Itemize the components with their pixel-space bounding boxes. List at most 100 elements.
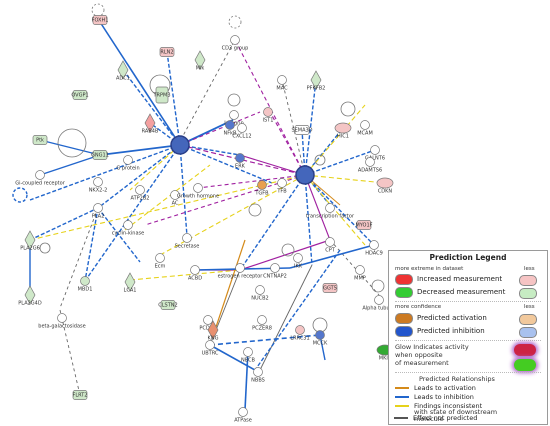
node-label-atpase: ATPase bbox=[234, 418, 252, 424]
node-shape-trpm3 bbox=[155, 86, 169, 104]
edge-hub1-pla2 bbox=[97, 144, 181, 209]
node-nfkb[interactable]: NFkB bbox=[224, 120, 238, 137]
node-mcck[interactable]: MCCK bbox=[313, 330, 328, 347]
node-label-mkia: MKIA bbox=[379, 356, 392, 362]
node-shape-pla2g4d bbox=[24, 285, 36, 305]
node-ubtrc[interactable]: UBTRC bbox=[202, 340, 219, 357]
node-shape-betagal bbox=[57, 313, 67, 323]
node-cdkn[interactable]: CDKN bbox=[376, 177, 394, 195]
node-cyclin[interactable]: cyclin-kinase bbox=[112, 220, 144, 237]
node-tgfb[interactable]: TGFB bbox=[254, 180, 269, 197]
node-pcdh7[interactable]: PCDH7 bbox=[199, 315, 217, 332]
node-tf[interactable]: transcription factor bbox=[306, 203, 355, 220]
edge-hub2-ikk bbox=[304, 174, 313, 266]
edge-hub1-adc1 bbox=[122, 69, 181, 146]
node-label-ecm: Ecm bbox=[155, 264, 166, 270]
node-shape-erk bbox=[235, 153, 245, 163]
node-kng[interactable]: KNG bbox=[208, 320, 219, 342]
node-gprot[interactable]: G protein bbox=[116, 155, 140, 172]
edge-cpt-alpha bbox=[329, 239, 380, 296]
node-hub1[interactable] bbox=[170, 135, 190, 155]
node-estrogen[interactable]: estrogen receptor bbox=[218, 263, 264, 280]
node-ovgp1[interactable]: OVGP1 bbox=[71, 90, 89, 100]
node-alpha[interactable]: Alpha tubulin bbox=[362, 295, 396, 312]
node-acbd[interactable]: ACBD bbox=[188, 265, 202, 282]
node-ecm[interactable]: Ecm bbox=[155, 253, 166, 270]
node-rln2[interactable]: RLN2 bbox=[159, 47, 175, 57]
node-label-tfb: TFB bbox=[276, 189, 287, 195]
node-myo1f[interactable]: MYO1F bbox=[355, 220, 373, 230]
node-label-galnt: GALNT6 bbox=[365, 156, 385, 162]
node-label-gnaq: GNG11 bbox=[91, 153, 109, 159]
node-shape-mbd1 bbox=[80, 276, 90, 286]
node-ggt5[interactable]: GGT5 bbox=[322, 283, 338, 293]
node-nucb2[interactable]: NUCB2 bbox=[251, 285, 269, 302]
node-trpm3[interactable]: TRPM3 bbox=[152, 86, 171, 104]
node-mlk[interactable]: Mlk bbox=[194, 50, 206, 72]
node-lrrc31[interactable]: LRRC31 bbox=[290, 325, 310, 342]
node-gnaq[interactable]: GNG11 bbox=[91, 150, 109, 160]
node-pfkfb2[interactable]: PFKFB2 bbox=[307, 70, 326, 92]
node-gicoupled[interactable]: Gi-coupled receptor bbox=[15, 170, 66, 187]
node-ikk[interactable]: IKK bbox=[293, 253, 303, 270]
node-shape-ac bbox=[170, 190, 180, 200]
node-adamts6[interactable]: ADAMTS6 bbox=[358, 157, 382, 174]
node-nbbs[interactable]: NBBS bbox=[251, 367, 265, 384]
node-label-ovgp1: OVGP1 bbox=[71, 93, 88, 99]
node-ist1[interactable]: IST1 bbox=[263, 107, 274, 124]
node-mac[interactable]: MAC bbox=[276, 75, 288, 92]
node-pczer[interactable]: PCZER8 bbox=[252, 315, 272, 332]
node-erk[interactable]: ERK bbox=[235, 153, 246, 170]
node-nkx22[interactable]: NKX2-2 bbox=[89, 177, 108, 194]
node-clstn2[interactable]: CLSTN2 bbox=[158, 300, 178, 310]
node-cd3[interactable]: CD3 group bbox=[222, 35, 249, 52]
node-secretase[interactable]: Secretase bbox=[175, 233, 200, 250]
node-cxcl12[interactable]: CXCL12 bbox=[232, 123, 252, 140]
node-galnt[interactable]: GALNT6 bbox=[365, 145, 385, 162]
node-mcam[interactable]: MCAM bbox=[357, 120, 373, 137]
node-foxh1[interactable]: FOXH1 bbox=[92, 15, 109, 25]
edge-hub1-cd3 bbox=[177, 39, 236, 146]
node-cntnap2[interactable]: CNTNAP2 bbox=[263, 263, 287, 280]
node-adc1[interactable]: ADC1 bbox=[116, 60, 130, 82]
node-label-secretase: Secretase bbox=[175, 244, 200, 250]
node-ptk[interactable]: Ptk bbox=[32, 135, 48, 145]
node-hub2[interactable] bbox=[295, 165, 315, 185]
node-shape-tfb bbox=[277, 178, 287, 188]
node-label-erk: ERK bbox=[235, 164, 246, 170]
legend-rel-not-predicted-label: Effect not predicted bbox=[413, 414, 478, 422]
node-sema3d[interactable]: SEMA3D bbox=[291, 125, 313, 135]
node-flrt2[interactable]: FLRT2 bbox=[72, 390, 88, 400]
node-growth[interactable]: Growth hormone bbox=[177, 183, 219, 200]
node-betagal[interactable]: beta-galactosidase bbox=[38, 313, 86, 330]
node-hdac9[interactable]: HDAC9 bbox=[365, 240, 383, 257]
edge-hub2-cd3 bbox=[234, 39, 306, 176]
node-label-nbbs: NBBS bbox=[251, 378, 265, 384]
rel-inhibition-line bbox=[395, 396, 409, 398]
node-rab4b[interactable]: RAB4B bbox=[142, 113, 159, 135]
node-hic1[interactable]: HIC1 bbox=[334, 122, 352, 140]
node-label-myo1f: MYO1F bbox=[355, 223, 372, 229]
legend-increased-label: Increased measurement bbox=[417, 275, 503, 283]
node-mbd1[interactable]: MBD1 bbox=[78, 276, 93, 293]
node-atpase[interactable]: ATPase bbox=[234, 407, 252, 424]
node-pla2g4d[interactable]: PLA2G4D bbox=[18, 285, 42, 307]
node-nbcb[interactable]: NBCB bbox=[241, 347, 256, 364]
node-pla2g6[interactable]: PLA2G6 bbox=[20, 230, 40, 252]
node-lca1[interactable]: LCA1 bbox=[124, 272, 137, 294]
node-mmp[interactable]: MMP bbox=[354, 265, 366, 282]
edge-hub2-pfkfb2 bbox=[304, 79, 317, 176]
node-ac[interactable]: AC bbox=[170, 190, 180, 207]
inhibition-swatch bbox=[395, 325, 413, 337]
node-shape-flrt2 bbox=[72, 390, 88, 400]
node-tfb[interactable]: TFB bbox=[276, 178, 287, 195]
node-pla2[interactable]: PLA2 bbox=[92, 203, 105, 220]
node-atp2b2[interactable]: ATP2B2 bbox=[131, 185, 150, 202]
node-label-hdac9: HDAC9 bbox=[365, 251, 383, 257]
node-label-trpm3: TRPM3 bbox=[152, 93, 170, 99]
node-label-cntnap2: CNTNAP2 bbox=[263, 274, 287, 280]
node-shape-pla2g6 bbox=[24, 230, 36, 250]
node-cpt[interactable]: CPT bbox=[325, 237, 336, 254]
node-shape-gprot bbox=[123, 155, 133, 165]
legend-inhibition-row: Predicted inhibition bbox=[395, 325, 485, 337]
